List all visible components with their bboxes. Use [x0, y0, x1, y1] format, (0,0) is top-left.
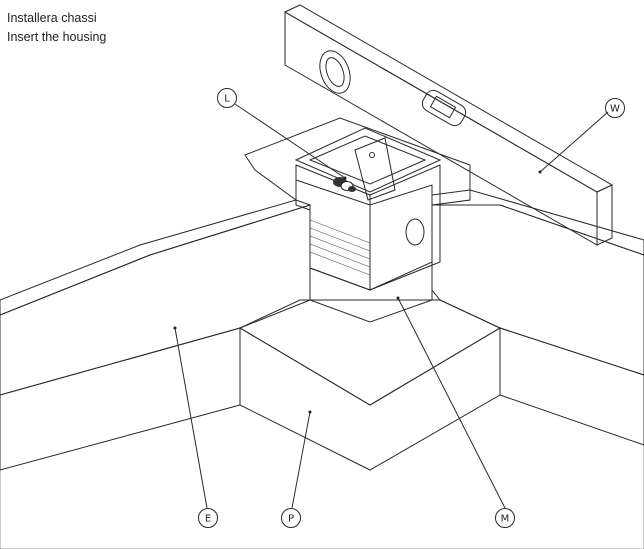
housing-side-hole [405, 218, 425, 246]
housing-screw [369, 152, 375, 158]
screed-left-edge [0, 199, 312, 316]
housing-ribs [309, 219, 371, 276]
callout-leaders [174, 103, 609, 509]
callout-M: M [495, 508, 515, 528]
cover-plate [244, 117, 471, 206]
spirit-level [283, 4, 614, 246]
svg-text:W: W [610, 104, 620, 115]
ground-base [0, 394, 644, 549]
floor-top-surface [238, 299, 502, 406]
mortar-layer [309, 261, 433, 323]
svg-text:L: L [224, 94, 230, 105]
cable-gland [333, 177, 356, 192]
insulation-right [499, 327, 644, 446]
housing-opening [308, 135, 427, 185]
callout-P: P [281, 508, 301, 528]
callout-L: L [217, 88, 237, 108]
callout-W: W [605, 98, 625, 118]
callout-E: E [198, 508, 218, 528]
screed-left-top [0, 204, 311, 396]
svg-text:M: M [501, 514, 510, 525]
caption-english: Insert the housing [7, 30, 107, 44]
housing-inner-device [354, 137, 396, 201]
insulation-center [239, 327, 501, 471]
insulation-left [0, 327, 241, 471]
svg-text:P: P [288, 514, 294, 525]
housing-right-face [369, 164, 441, 291]
svg-text:E: E [205, 514, 211, 525]
caption-swedish: Installera chassi [7, 11, 97, 25]
